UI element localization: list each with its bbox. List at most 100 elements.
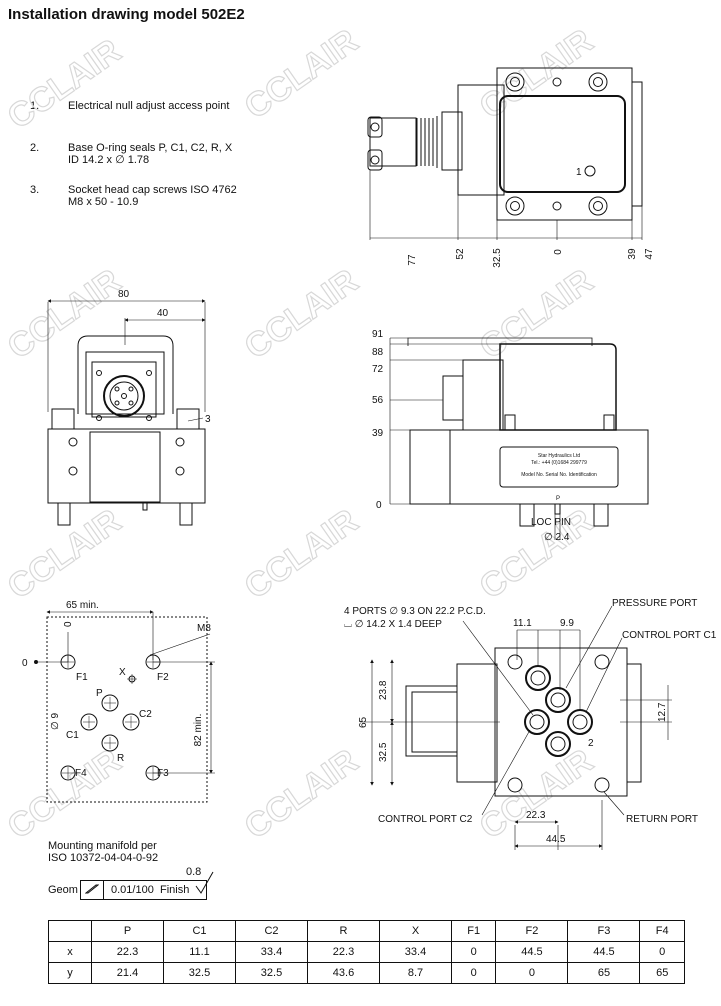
origin-label: 0 <box>22 658 28 669</box>
table-cell: 0 <box>450 962 497 984</box>
bolt-hole <box>505 72 525 92</box>
port-label: C2 <box>139 709 152 720</box>
height-label: 82 min. <box>193 714 204 747</box>
finish-symbol <box>195 871 214 894</box>
port-p <box>101 694 119 712</box>
half-width-label: 40 <box>157 308 169 319</box>
watermark: CCLAIR <box>238 742 365 847</box>
manifold-note: Mounting manifold per ISO 10372-04-04-0-… <box>48 840 158 864</box>
column-header: F2 <box>495 920 569 942</box>
watermark: CCLAIR <box>473 742 600 847</box>
table-cell: 8.7 <box>379 962 452 984</box>
watermark: CCLAIR <box>1 32 128 137</box>
column-header: F4 <box>639 920 685 942</box>
pressure-port <box>525 665 551 691</box>
port-f2 <box>145 654 161 670</box>
bolt-hole <box>594 654 610 670</box>
table-cell: 65 <box>639 962 685 984</box>
page-title: Installation drawing model 502E2 <box>8 6 245 23</box>
port-label: F1 <box>76 672 88 683</box>
bolt-hole <box>594 777 610 793</box>
note-number: 2. <box>30 142 40 154</box>
table-cell: 0 <box>495 962 569 984</box>
pin-diameter: ∅ 2.4 <box>544 532 570 543</box>
tolerance-value: 0.01/100 <box>111 884 154 896</box>
table-cell: 22.3 <box>307 941 380 963</box>
column-header: R <box>307 920 380 942</box>
nameplate-port: P <box>556 496 560 502</box>
width-label: 80 <box>118 289 130 300</box>
dim-label: 47 <box>644 248 655 260</box>
table-cell: 33.4 <box>235 941 308 963</box>
port-coordinates-table: P C1 C2 R X F1 F2 F3 F4 x 22.3 11.1 33.4… <box>48 920 685 984</box>
column-header: C1 <box>163 920 236 942</box>
port-c2 <box>122 713 140 731</box>
manifold-view-labels: 65 min. 82 min. M8 0 0 F1 F2 P X C2 C1 R… <box>22 600 211 779</box>
port-label: R <box>117 753 124 764</box>
dim-label: 65 <box>358 716 369 728</box>
table-cell: 32.5 <box>163 962 236 984</box>
bolt-hole <box>588 72 608 92</box>
port-label: C1 <box>66 730 79 741</box>
port-view <box>360 605 672 850</box>
table-row: x 22.3 11.1 33.4 22.3 33.4 0 44.5 44.5 0 <box>48 941 685 963</box>
height-label: 39 <box>372 428 384 439</box>
watermark-layer: CCLAIR CCLAIR CCLAIR CCLAIR CCLAIR CCLAI… <box>0 21 600 847</box>
return-port <box>545 731 571 757</box>
frame-divider <box>103 881 104 899</box>
note-number: 1. <box>30 100 40 112</box>
watermark: CCLAIR <box>1 502 128 607</box>
dim-label: 9.9 <box>560 618 574 629</box>
height-label: 91 <box>372 329 384 340</box>
control-port-c1-label: CONTROL PORT C1 <box>622 630 717 641</box>
port-spec: 4 PORTS ∅ 9.3 ON 22.2 P.C.D. <box>344 606 486 617</box>
diameter-label: ∅ 9 <box>50 713 61 730</box>
note-text: Socket head cap screws ISO 4762 M8 x 50 … <box>68 184 308 208</box>
dim-label: 44.5 <box>546 834 566 845</box>
column-header: P <box>91 920 164 942</box>
table-row: y 21.4 32.5 32.5 43.6 8.7 0 0 65 65 <box>48 962 685 984</box>
table-cell: 43.6 <box>307 962 380 984</box>
height-label: 72 <box>372 364 384 375</box>
dim-label: 77 <box>407 254 418 266</box>
port-view-labels: 4 PORTS ∅ 9.3 ON 22.2 P.C.D. ⌴ ∅ 14.2 X … <box>344 598 717 845</box>
note-line: ID 14.2 x ∅ 1.78 <box>68 154 150 166</box>
front-view <box>47 299 206 526</box>
pressure-port-label: PRESSURE PORT <box>612 598 697 609</box>
flatness-icon <box>85 884 99 894</box>
column-header: X <box>379 920 452 942</box>
table-cell: 0 <box>639 941 685 963</box>
bolt-hole <box>507 777 523 793</box>
finish-label: Finish <box>160 884 190 896</box>
side-view <box>389 337 649 540</box>
note-line: M8 x 50 - 10.9 <box>68 196 139 208</box>
top-view <box>367 67 643 240</box>
dim-label: 23.8 <box>378 680 389 700</box>
note-text: Base O-ring seals P, C1, C2, R, X ID 14.… <box>68 142 308 166</box>
control-port-c2-label: CONTROL PORT C2 <box>378 814 473 825</box>
port-label: P <box>96 688 103 699</box>
column-header: F1 <box>450 920 497 942</box>
watermark: CCLAIR <box>1 742 128 847</box>
note-text: Electrical null adjust access point <box>68 100 230 112</box>
table-cell: 44.5 <box>495 941 569 963</box>
manifold-view <box>34 610 215 803</box>
dim-label: 12.7 <box>657 702 668 722</box>
table-cell: 22.3 <box>91 941 164 963</box>
geom-label: Geom <box>48 884 78 896</box>
table-cell: 32.5 <box>235 962 308 984</box>
port-f4 <box>60 765 76 781</box>
port-r <box>101 734 119 752</box>
watermark: CCLAIR <box>238 262 365 367</box>
table-cell: 0 <box>450 941 497 963</box>
watermark: CCLAIR <box>473 22 600 127</box>
dim-label: 0 <box>553 249 564 255</box>
watermark: CCLAIR <box>1 262 128 367</box>
thread-label: M8 <box>197 623 211 634</box>
height-label: 88 <box>372 347 384 358</box>
table-corner <box>48 920 92 942</box>
height-label: 56 <box>372 395 384 406</box>
port-f3 <box>145 765 161 781</box>
dim-label: 32.5 <box>378 742 389 762</box>
